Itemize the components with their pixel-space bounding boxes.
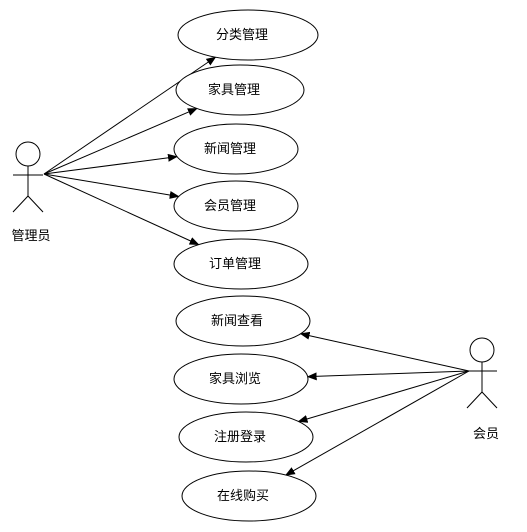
use-case-label: 注册登录 [214, 430, 266, 445]
actor-label: 管理员 [11, 229, 50, 244]
use-case-uc2[interactable]: 家具管理 [175, 64, 305, 116]
use-case-ellipse [173, 353, 309, 405]
actor-right-leg [481, 391, 498, 409]
use-case-ellipse [173, 180, 299, 232]
association-member-uc6 [299, 331, 470, 372]
actor-left-leg [466, 391, 483, 409]
association-member-uc8 [297, 370, 470, 423]
association-admin-uc4 [43, 173, 180, 199]
use-case-label: 家具浏览 [209, 371, 261, 387]
actor-label: 会员 [473, 427, 499, 442]
use-case-uc6[interactable]: 新闻查看 [175, 295, 311, 347]
use-case-ellipse [173, 238, 309, 290]
actor-left-leg [12, 195, 29, 213]
association-admin-uc3 [43, 153, 178, 175]
use-case-label: 分类管理 [216, 28, 268, 43]
associations [43, 56, 470, 476]
actor-head [15, 141, 41, 167]
actor-member: 会员 [466, 337, 499, 442]
use-case-ellipse [178, 411, 314, 463]
use-case-label: 订单管理 [209, 257, 261, 272]
association-member-uc7 [306, 370, 470, 381]
use-case-uc1[interactable]: 分类管理 [177, 9, 319, 61]
use-case-ellipse [175, 295, 311, 347]
association-member-uc9 [284, 370, 470, 476]
use-case-uc3[interactable]: 新闻管理 [173, 123, 299, 175]
use-case-label: 在线购买 [217, 488, 269, 504]
actor-right-leg [27, 195, 44, 213]
association-admin-uc2 [43, 108, 198, 175]
use-case-uc8[interactable]: 注册登录 [178, 411, 314, 463]
use-case-label: 新闻查看 [211, 313, 263, 329]
use-case-label: 家具管理 [208, 82, 260, 98]
use-case-uc7[interactable]: 家具浏览 [173, 353, 309, 405]
use-case-label: 会员管理 [204, 199, 256, 214]
use-case-uc5[interactable]: 订单管理 [173, 238, 309, 290]
use-case-uc9[interactable]: 在线购买 [181, 470, 317, 522]
association-admin-uc5 [43, 173, 200, 246]
actor-admin: 管理员 [11, 141, 51, 244]
use-case-ellipse [177, 9, 319, 61]
use-case-label: 新闻管理 [204, 141, 256, 157]
actor-head [469, 337, 495, 363]
use-case-ellipse [175, 64, 305, 116]
use-case-uc4[interactable]: 会员管理 [173, 180, 299, 232]
use-case-ellipse [173, 123, 299, 175]
use-case-ellipse [181, 470, 317, 522]
